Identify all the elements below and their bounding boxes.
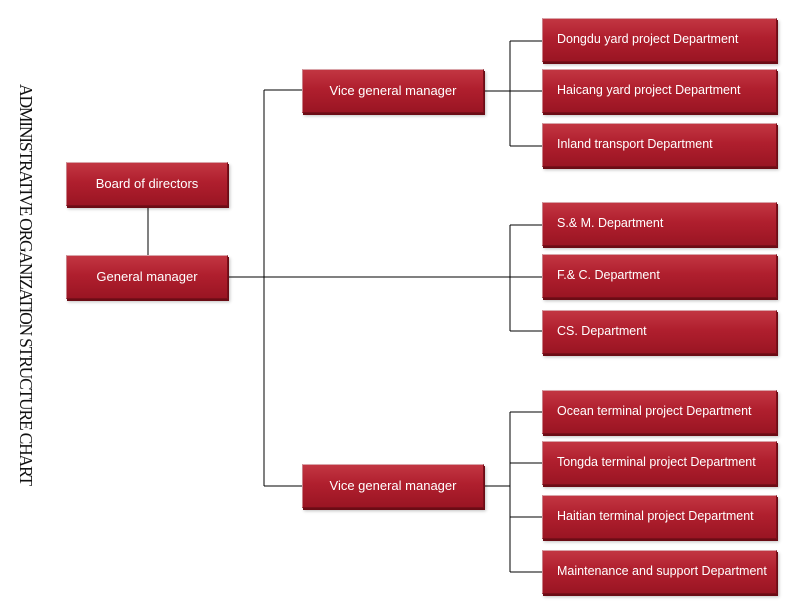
inland-transport-department-box: Inland transport Department	[542, 123, 777, 167]
maintenance-and-support-department-box: Maintenance and support Department	[542, 550, 777, 594]
ocean-terminal-project-department-box: Ocean terminal project Department	[542, 390, 777, 434]
f-and-c-department-box: F.& C. Department	[542, 254, 777, 298]
cs-department-box: CS. Department	[542, 310, 777, 354]
board-of-directors-box: Board of directors	[66, 162, 228, 206]
s-and-m-department-box: S.& M. Department	[542, 202, 777, 246]
tongda-terminal-project-department-box: Tongda terminal project Department	[542, 441, 777, 485]
vice-general-manager-top-box: Vice general manager	[302, 69, 484, 113]
haitian-terminal-project-department-box: Haitian terminal project Department	[542, 495, 777, 539]
general-manager-box: General manager	[66, 255, 228, 299]
chart-title: ADMINISTRATIVE ORGANIZATION STRUCTURE CH…	[16, 84, 36, 485]
vice-general-manager-bottom-box: Vice general manager	[302, 464, 484, 508]
dongdu-yard-project-department-box: Dongdu yard project Department	[542, 18, 777, 62]
haicang-yard-project-department-box: Haicang yard project Department	[542, 69, 777, 113]
